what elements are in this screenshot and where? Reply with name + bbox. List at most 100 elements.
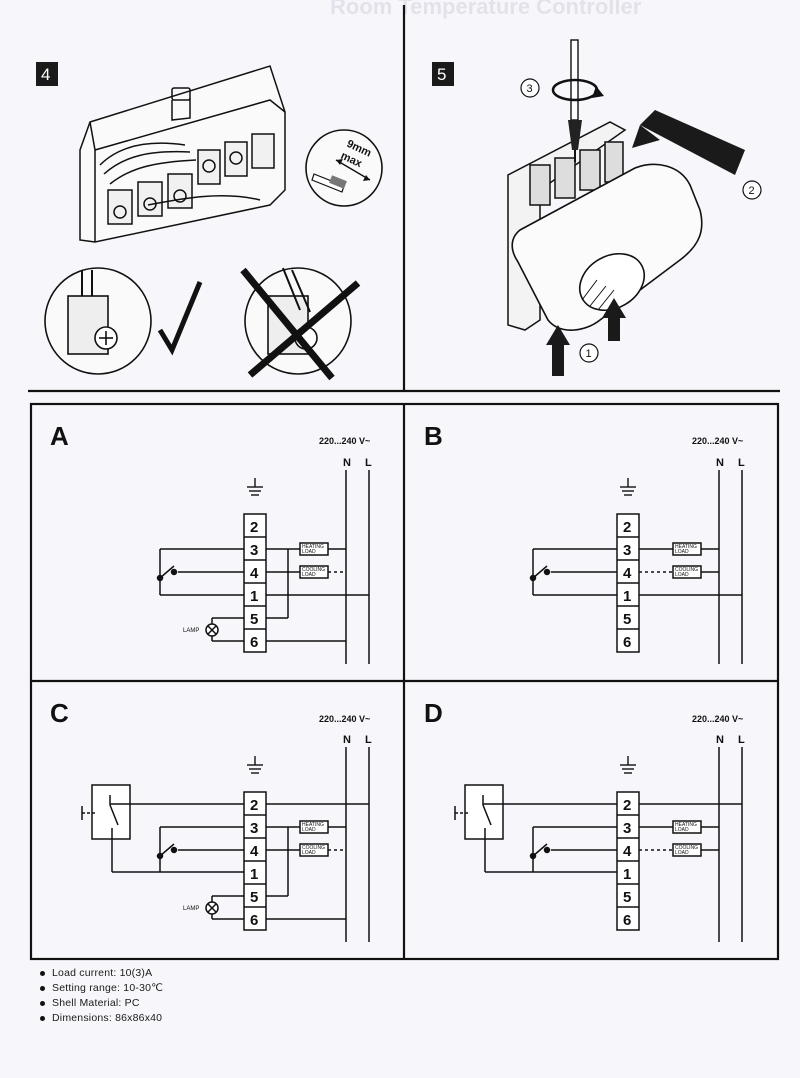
- heating-load-label: LOAD: [675, 827, 689, 833]
- live-label: L: [738, 734, 745, 746]
- screwdriver-icon: [551, 39, 604, 162]
- terminal-strip: [243, 791, 267, 931]
- cooling-load-label: LOAD: [675, 572, 689, 578]
- lamp-label: LAMP: [183, 628, 199, 634]
- live-label: L: [365, 734, 372, 746]
- correct-connection-detail: [44, 267, 152, 375]
- panel-letter: A: [50, 421, 69, 451]
- wiring-panel-c: C 220...240 V~ N L 2 3 4 1 5 6: [50, 698, 372, 942]
- push-arrow-head-icon: [632, 125, 660, 148]
- cooling-load-label: COOLING: [675, 845, 698, 851]
- terminal-label: 3: [250, 820, 258, 837]
- heating-load-label: LOAD: [675, 549, 689, 555]
- wiring-panel-d: D 220...240 V~ N L 2 3 4 1 5 6: [424, 698, 745, 942]
- neutral-label: N: [343, 457, 351, 469]
- cooling-load-label: COOLING: [302, 845, 325, 851]
- terminal-label: 5: [623, 889, 631, 906]
- terminal-label: 3: [250, 542, 258, 559]
- terminal-label: 2: [623, 519, 631, 536]
- spec-shell-material: Shell Material: PC: [40, 996, 163, 1011]
- terminal-strip: [243, 513, 267, 653]
- neutral-label: N: [716, 734, 724, 746]
- earth-symbol-icon: [246, 755, 264, 774]
- terminal-label: 4: [623, 565, 632, 582]
- spec-load-current: Load current: 10(3)A: [40, 966, 163, 981]
- terminal-label: 3: [623, 542, 631, 559]
- supply-voltage: 220...240 V~: [692, 436, 743, 446]
- internal-switch: [529, 548, 617, 596]
- cooling-load-label: COOLING: [675, 567, 698, 573]
- terminal-label: 2: [250, 519, 258, 536]
- terminal-strip: [616, 791, 640, 931]
- terminal-label: 1: [623, 588, 631, 605]
- spec-list: Load current: 10(3)A Setting range: 10-3…: [40, 966, 163, 1026]
- terminal-label: 5: [250, 889, 258, 906]
- cooling-load-label: LOAD: [302, 850, 316, 856]
- wiring-panel-a: A 220...240 V~ N L 2 3 4 1 5 6: [50, 421, 372, 664]
- step-callouts: 1 2 3: [520, 78, 762, 363]
- step-5-illustration: 5 1: [432, 39, 762, 376]
- terminal-label: 1: [623, 866, 631, 883]
- live-label: L: [738, 457, 745, 469]
- heating-load-label: HEATING: [675, 544, 697, 550]
- internal-switch: [156, 548, 244, 596]
- terminal-label: 1: [250, 588, 258, 605]
- wiring-panel-b: B 220...240 V~ N L 2 3 4 1 5 6: [424, 421, 745, 664]
- spec-dimensions: Dimensions: 86x86x40: [40, 1011, 163, 1026]
- incorrect-connection-detail: [244, 267, 352, 375]
- live-label: L: [365, 457, 372, 469]
- cooling-load-label: LOAD: [675, 850, 689, 856]
- cross-out-icon: [240, 267, 361, 381]
- callout-1: 1: [586, 348, 592, 360]
- step-badge: [36, 62, 58, 86]
- callout-3: 3: [527, 83, 533, 95]
- heating-load-label: LOAD: [302, 827, 316, 833]
- supply-voltage: 220...240 V~: [692, 714, 743, 724]
- step-4-illustration: 4: [36, 62, 383, 381]
- terminal-strip: [616, 513, 640, 653]
- lamp-label: LAMP: [183, 906, 199, 912]
- terminal-label: 1: [250, 866, 258, 883]
- heating-load-label: HEATING: [675, 822, 697, 828]
- faded-header-title: Room Temperature Controller: [330, 0, 642, 19]
- spec-setting-range: Setting range: 10-30℃: [40, 981, 163, 996]
- cooling-load-label: COOLING: [302, 567, 325, 573]
- step-number: 5: [437, 65, 446, 84]
- terminal-label: 6: [250, 912, 258, 929]
- earth-symbol-icon: [619, 755, 637, 774]
- thermostat-body-drawing: [511, 163, 703, 331]
- step-badge: [432, 62, 454, 86]
- terminal-label: 4: [623, 843, 632, 860]
- terminal-label: 4: [250, 843, 259, 860]
- earth-symbol-icon: [619, 477, 637, 496]
- panel-letter: C: [50, 698, 69, 728]
- terminal-label: 2: [623, 797, 631, 814]
- terminal-label: 5: [250, 611, 258, 628]
- terminal-label: 6: [250, 634, 258, 651]
- callout-2: 2: [749, 185, 755, 197]
- neutral-label: N: [343, 734, 351, 746]
- terminal-label: 5: [623, 611, 631, 628]
- neutral-label: N: [716, 457, 724, 469]
- heating-load-label: HEATING: [302, 822, 324, 828]
- supply-voltage: 220...240 V~: [319, 436, 370, 446]
- terminal-label: 3: [623, 820, 631, 837]
- heating-load-label: LOAD: [302, 549, 316, 555]
- panel-letter: D: [424, 698, 443, 728]
- lift-arrows-icon: [546, 298, 626, 376]
- terminal-block-drawing: [79, 65, 286, 243]
- internal-switch: [156, 826, 244, 872]
- step-number: 4: [41, 65, 50, 84]
- terminal-label: 6: [623, 634, 631, 651]
- earth-symbol-icon: [246, 477, 264, 496]
- internal-switch: [529, 826, 617, 872]
- external-switch-icon: [454, 784, 504, 840]
- strip-length-detail: 9mm max: [305, 129, 383, 207]
- terminal-label: 6: [623, 912, 631, 929]
- terminal-label: 2: [250, 797, 258, 814]
- terminal-label: 4: [250, 565, 259, 582]
- check-mark-icon: [157, 281, 203, 356]
- panel-letter: B: [424, 421, 443, 451]
